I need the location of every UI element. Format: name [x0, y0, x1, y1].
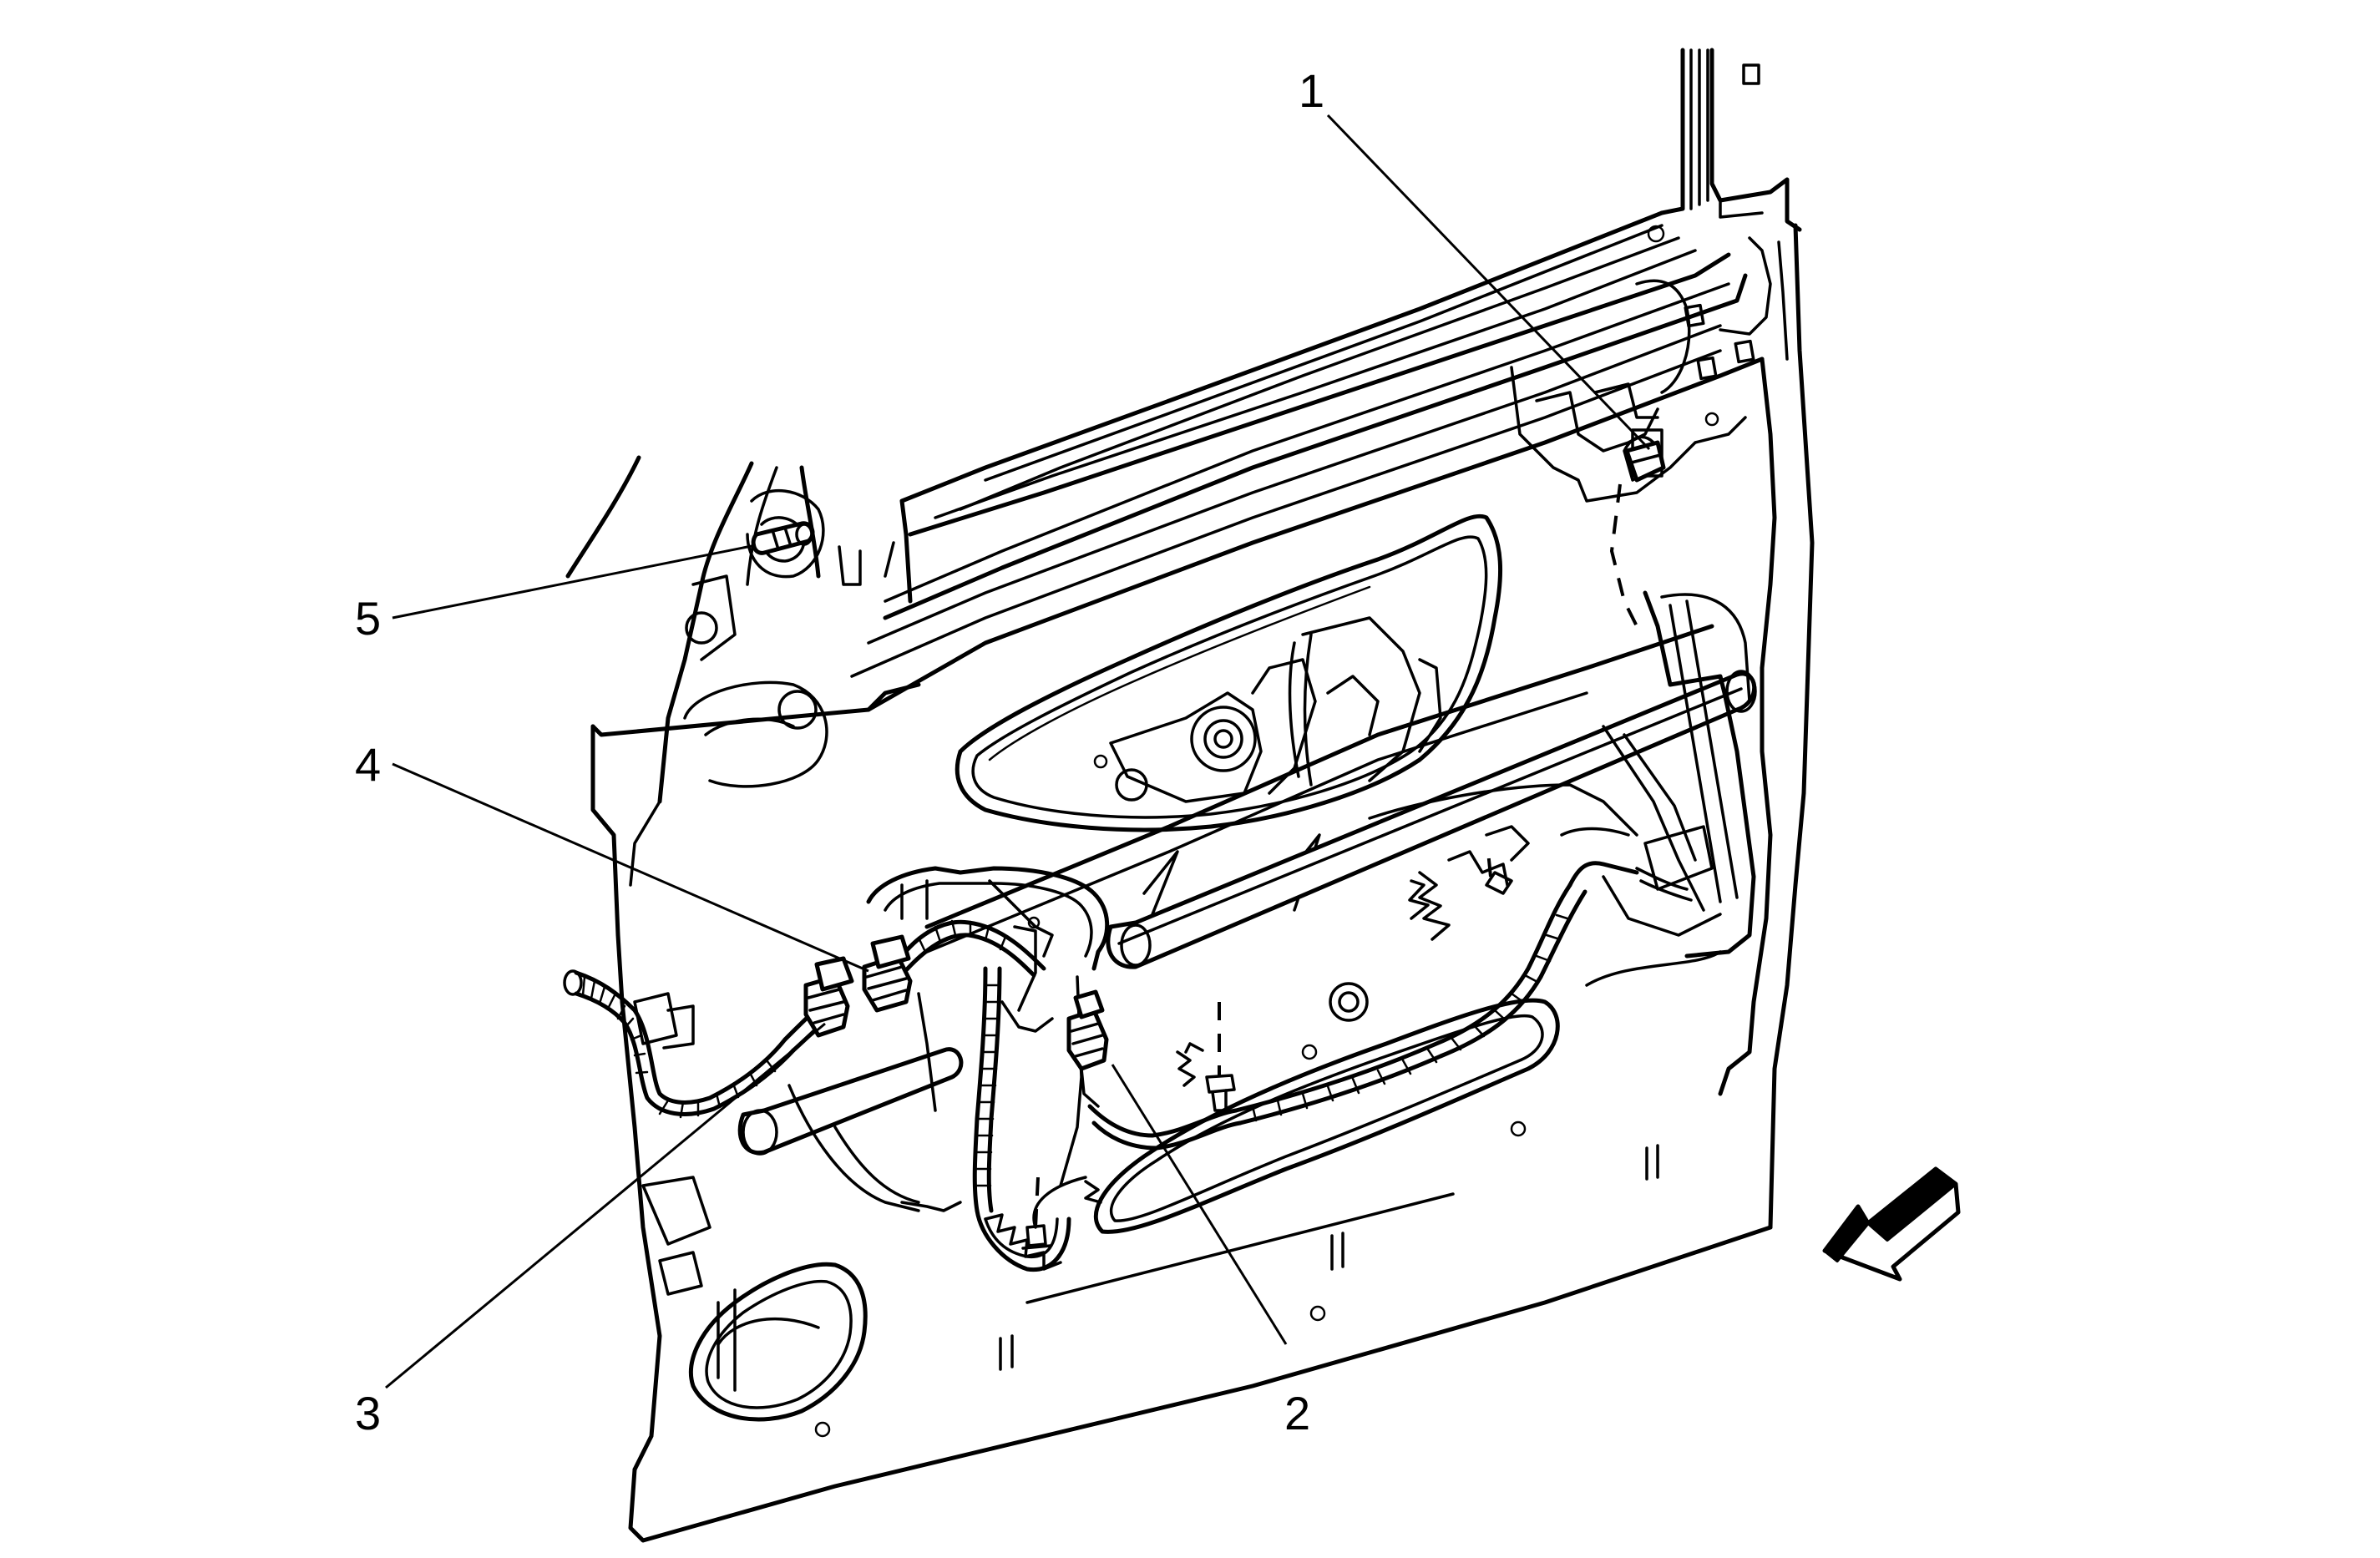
door-inner-panel — [590, 48, 1815, 1543]
connector-4 — [862, 934, 913, 1013]
callout-1: 1 — [1299, 64, 1324, 117]
callout-4: 4 — [355, 738, 381, 791]
callout-3: 3 — [355, 1387, 381, 1439]
callout-5: 5 — [355, 592, 381, 645]
front-direction-arrow-icon — [1822, 1166, 1961, 1282]
callout-labels: 1 2 3 4 5 — [355, 64, 1324, 1439]
callout-2: 2 — [1284, 1387, 1310, 1439]
leader-4 — [392, 762, 869, 973]
a-pillar-body — [565, 455, 828, 887]
leader-5 — [392, 544, 757, 620]
window-regulator — [737, 513, 1757, 1156]
connector-3 — [803, 956, 854, 1038]
leader-2 — [1111, 1064, 1288, 1345]
leader-3 — [385, 1022, 826, 1389]
lower-panel — [633, 992, 1659, 1438]
connector-2 — [1066, 989, 1109, 1108]
wiring-harness — [563, 825, 1693, 1272]
connector-1-hinge — [1609, 440, 1666, 635]
connector-5-pillar — [751, 521, 815, 555]
leader-1 — [1326, 114, 1651, 451]
leader-lines — [385, 114, 1651, 1389]
